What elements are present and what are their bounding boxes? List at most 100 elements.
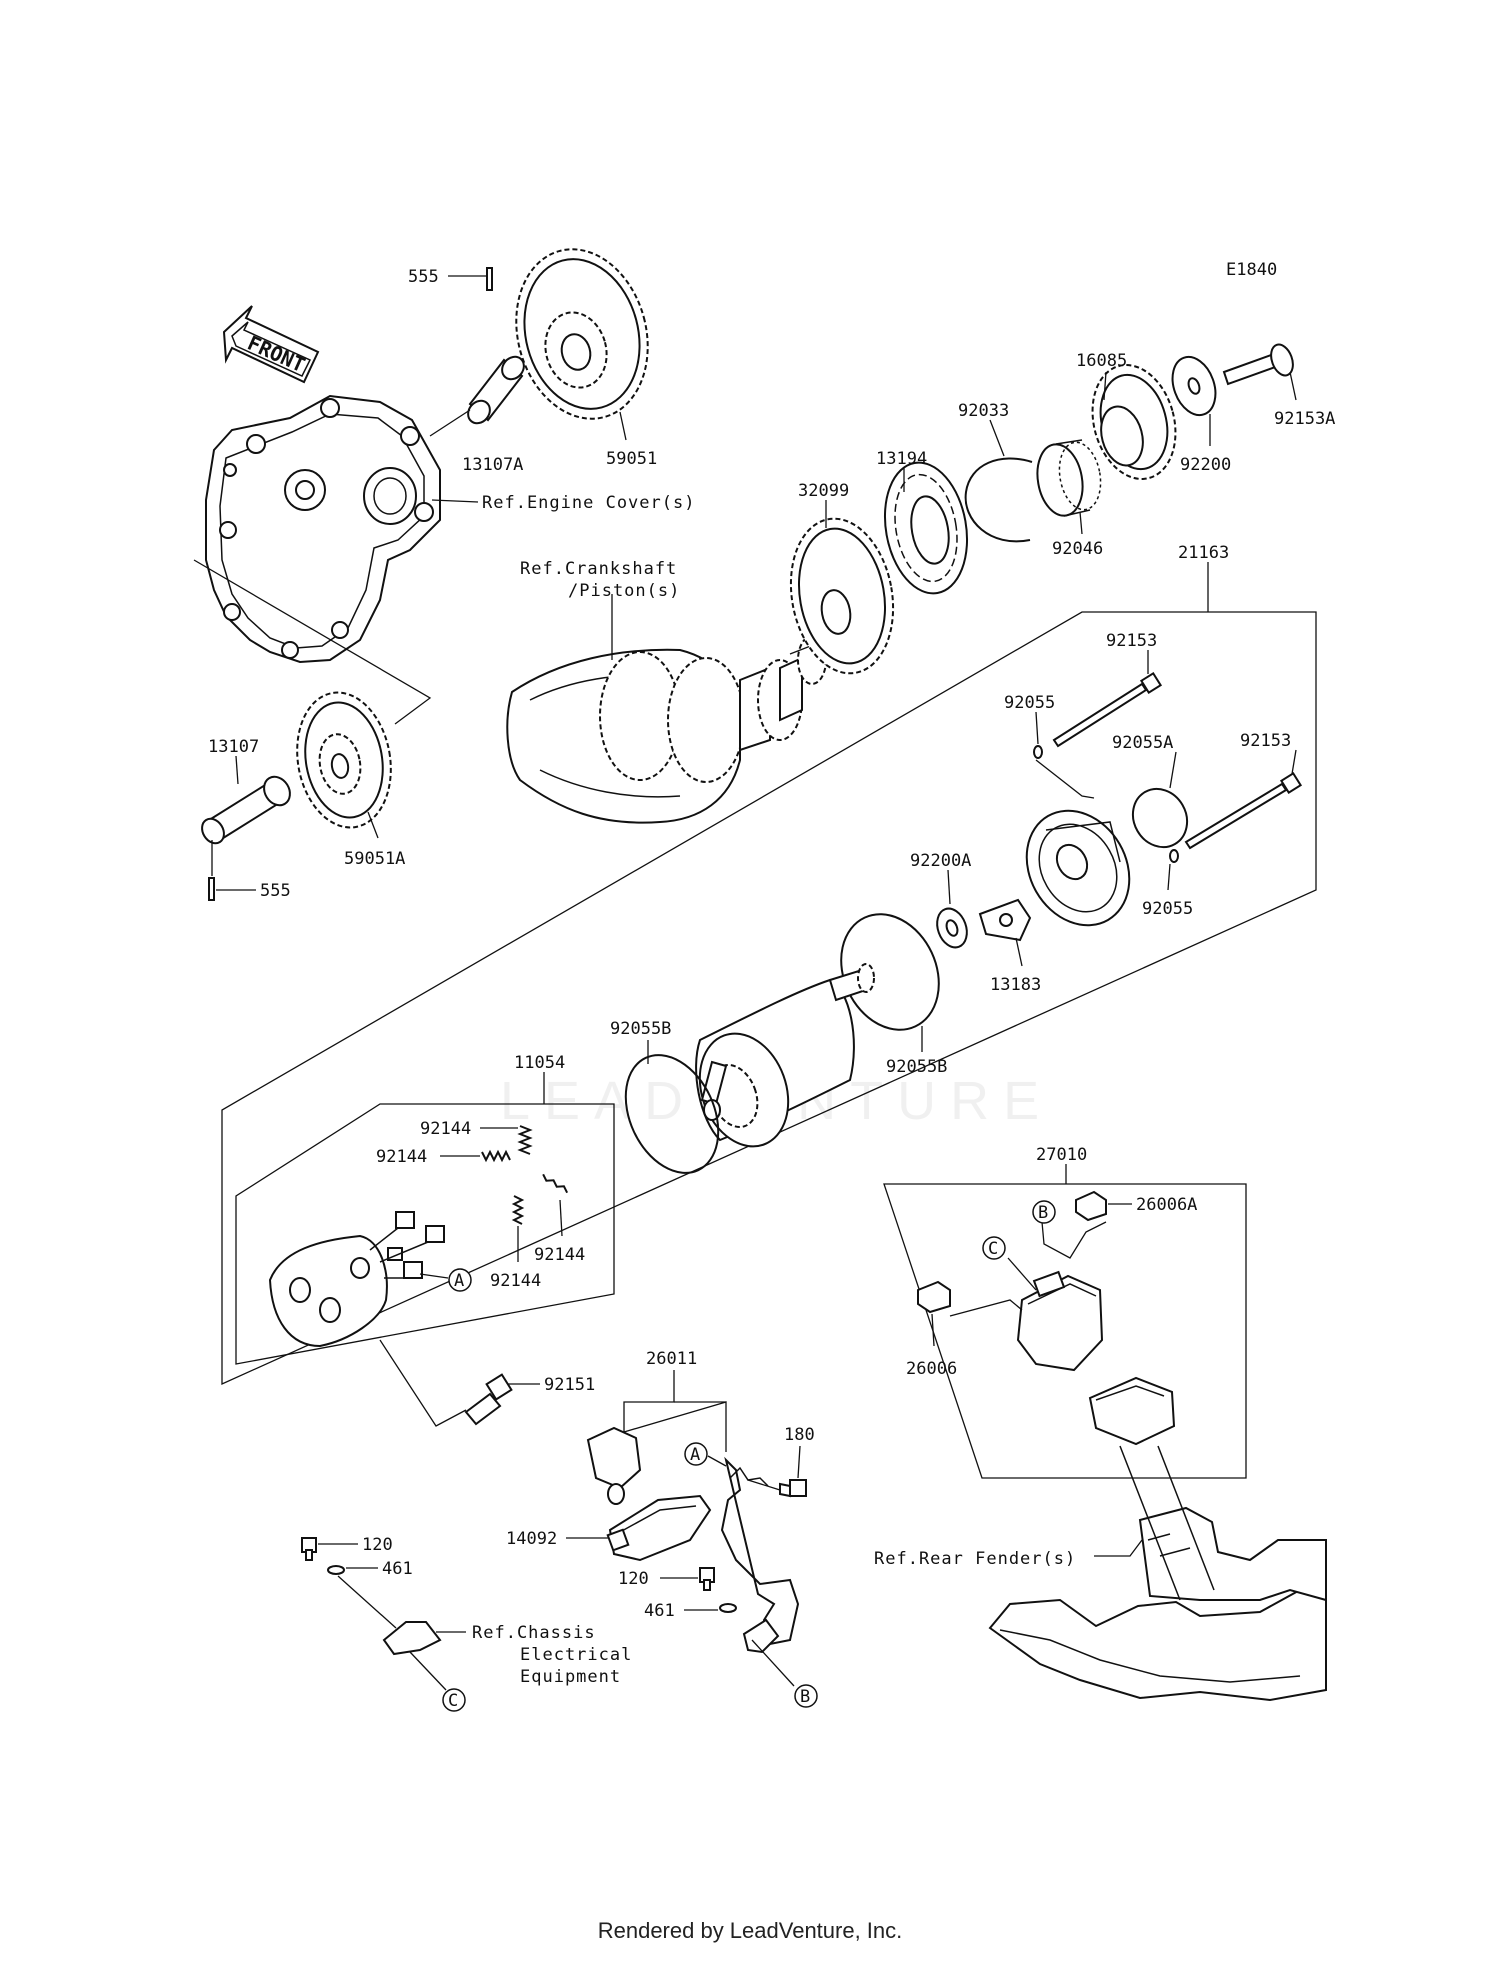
relay-cap-part	[586, 1426, 642, 1505]
washer-92200-part	[1171, 355, 1217, 417]
reference-mark-c-1	[982, 1236, 1006, 1260]
mark-c-label-2: C	[448, 1691, 458, 1711]
oring-92055-b-part	[1169, 849, 1179, 863]
starter-motor-part	[695, 963, 875, 1148]
cover-14092-part	[606, 1494, 712, 1562]
gear-59051A-part	[296, 691, 392, 829]
ref-rear-fender-label: Ref.Rear Fender(s)	[874, 1549, 1076, 1569]
label-26006: 26006	[906, 1359, 957, 1379]
group-11054-frame	[235, 1072, 615, 1365]
sleeve-13107-part	[201, 775, 291, 845]
spring-92144-b-part	[481, 1149, 511, 1163]
ref-engine-cover-label: Ref.Engine Cover(s)	[482, 493, 695, 513]
end-cover-part	[1025, 809, 1131, 927]
oring-92055-a-part	[1033, 745, 1043, 759]
label-13107A: 13107A	[462, 455, 523, 475]
pin-555-top-part	[486, 267, 493, 291]
label-26006A: 26006A	[1136, 1195, 1197, 1215]
front-arrow-icon: FRONT	[222, 305, 320, 384]
mark-a-label-2: A	[690, 1445, 700, 1465]
label-92144-d: 92144	[490, 1271, 541, 1291]
washer-461-b-part	[719, 1603, 737, 1613]
ref-chassis-label-1: Ref.Chassis	[472, 1623, 596, 1643]
footer-credit: Rendered by LeadVenture, Inc.	[597, 1918, 903, 1943]
label-13107: 13107	[208, 737, 259, 757]
reference-mark-a-1	[448, 1268, 472, 1292]
sleeve-13107A-part	[467, 355, 525, 425]
gear-32099-part	[789, 517, 895, 675]
crankshaft-part	[506, 635, 827, 824]
bolt-92153-b-part	[1184, 771, 1303, 850]
label-59051A: 59051A	[344, 849, 405, 869]
reference-mark-b-1	[1032, 1200, 1056, 1224]
label-461-a: 461	[382, 1559, 413, 1579]
bolt-92153-a-part	[1052, 671, 1163, 748]
washer-461-a-part	[327, 1565, 345, 1575]
ref-chassis-label-3: Equipment	[520, 1667, 621, 1687]
label-59051: 59051	[606, 449, 657, 469]
rear-fender-part	[988, 1445, 1327, 1702]
label-13183: 13183	[990, 975, 1041, 995]
spring-92144-c-part	[542, 1173, 569, 1194]
circlip-92033-part	[964, 457, 1033, 543]
oring-92055A-part	[1131, 787, 1189, 849]
bolt-180-part	[779, 1479, 807, 1498]
label-92055B-b: 92055B	[886, 1057, 947, 1077]
label-120-a: 120	[362, 1535, 393, 1555]
label-92055A: 92055A	[1112, 733, 1173, 753]
mark-a-label-1: A	[454, 1271, 464, 1291]
fuse-26006A-part	[1075, 1190, 1107, 1222]
ref-crankshaft-label-2: /Piston(s)	[568, 581, 680, 601]
label-461-b: 461	[644, 1601, 675, 1621]
label-92046: 92046	[1052, 539, 1103, 559]
gear-59051-part	[515, 248, 649, 420]
label-92153-a: 92153	[1106, 631, 1157, 651]
label-92151: 92151	[544, 1375, 595, 1395]
bolt-120-a-part	[301, 1537, 317, 1561]
label-180: 180	[784, 1425, 815, 1445]
label-92033: 92033	[958, 401, 1009, 421]
label-21163: 21163	[1178, 543, 1229, 563]
label-555-top: 555	[408, 267, 439, 287]
label-555-bottom: 555	[260, 881, 291, 901]
oring-92055B-a-part	[624, 1054, 720, 1174]
ref-chassis-label-2: Electrical	[520, 1645, 632, 1665]
bolt-92151-part	[464, 1373, 513, 1426]
bearing-92046-part	[1036, 439, 1102, 517]
plate-13183-part	[978, 898, 1032, 942]
label-92055B-a: 92055B	[610, 1019, 671, 1039]
label-92153-b: 92153	[1240, 731, 1291, 751]
label-13194: 13194	[876, 449, 927, 469]
brush-holder-part	[268, 1211, 445, 1348]
label-120-b: 120	[618, 1569, 649, 1589]
label-32099: 32099	[798, 481, 849, 501]
label-92144-a: 92144	[420, 1119, 471, 1139]
mark-b-label-1: B	[1038, 1203, 1048, 1223]
pin-555-bottom-part	[208, 877, 215, 901]
group-26011-frame	[623, 1370, 727, 1452]
reference-mark-a-2	[684, 1442, 708, 1466]
engine-cover-part	[205, 394, 441, 664]
label-92144-b: 92144	[376, 1147, 427, 1167]
gear-16085-part	[1091, 364, 1177, 480]
label-92055-b: 92055	[1142, 899, 1193, 919]
label-26011: 26011	[646, 1349, 697, 1369]
washer-92200A-part	[936, 907, 968, 949]
label-92055-a: 92055	[1004, 693, 1055, 713]
diagram-code: E1840	[1226, 260, 1277, 280]
bolt-120-b-part	[699, 1567, 715, 1591]
starter-relay-part	[1016, 1270, 1104, 1372]
group-27010-frame	[883, 1164, 1247, 1479]
label-92144-c: 92144	[534, 1245, 585, 1265]
ref-crankshaft-label-1: Ref.Crankshaft	[520, 559, 677, 579]
cable-terminal-b-part	[742, 1618, 780, 1654]
relay-cover-part	[1088, 1376, 1176, 1446]
label-92153A: 92153A	[1274, 409, 1335, 429]
reference-mark-b-2	[794, 1684, 818, 1708]
label-14092: 14092	[506, 1529, 557, 1549]
spring-92144-d-part	[511, 1195, 525, 1225]
clutch-13194-part	[883, 461, 969, 595]
reference-mark-c-2	[442, 1688, 466, 1712]
mark-c-label-1: C	[988, 1239, 998, 1259]
